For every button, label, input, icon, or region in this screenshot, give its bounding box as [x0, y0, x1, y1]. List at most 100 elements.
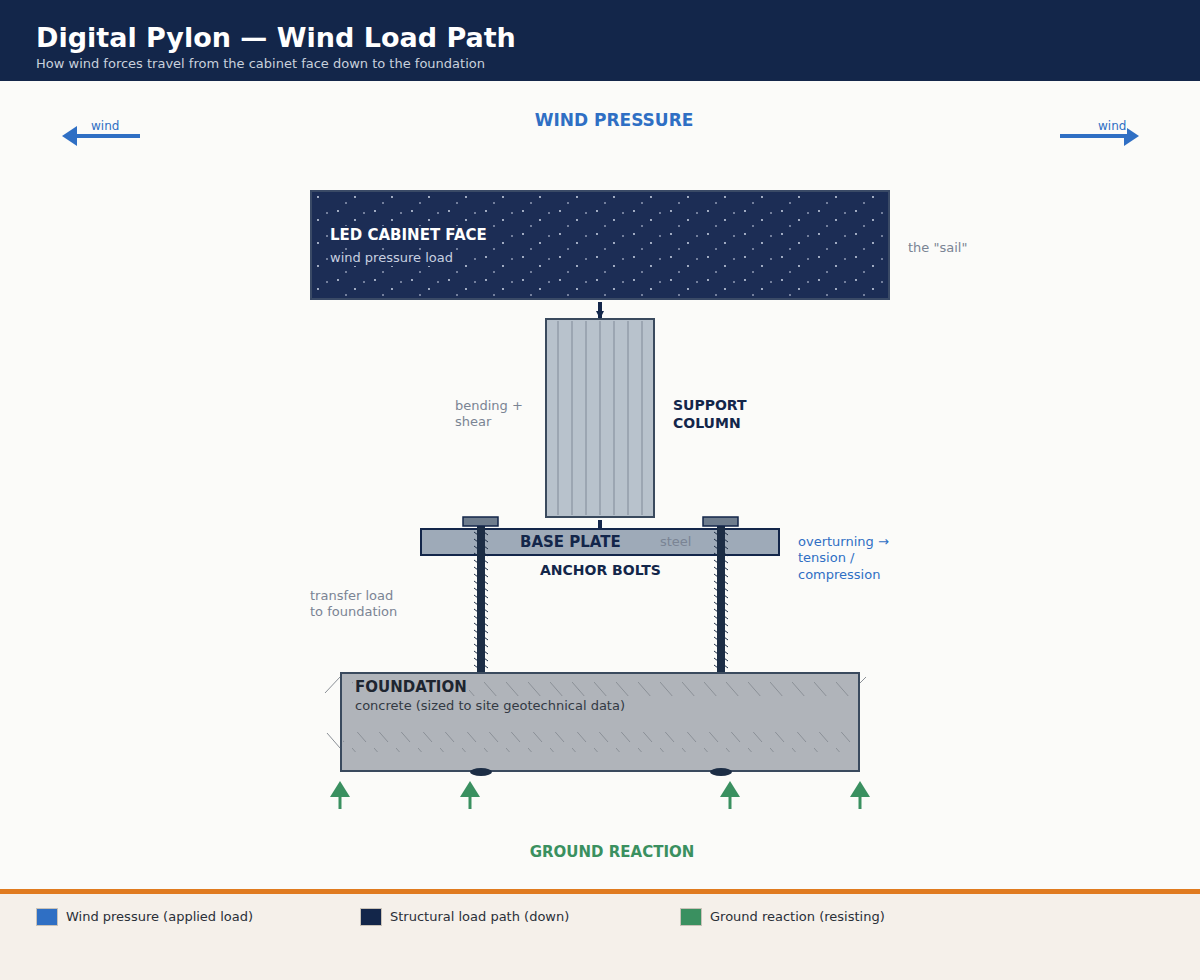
drawing-part	[484, 581, 488, 584]
node-subtext: wind pressure load	[328, 250, 455, 266]
drawing-part	[1060, 134, 1124, 138]
wind-label: wind	[90, 119, 120, 134]
base-plate-body	[421, 529, 779, 555]
drawing-part	[474, 546, 478, 549]
drawing-part	[460, 781, 480, 797]
drawing-part	[484, 546, 488, 549]
foundation-block	[341, 673, 859, 771]
drawing-part	[724, 567, 728, 570]
part-name: ANCHOR BOLTS	[540, 562, 661, 580]
node-subtext: concrete (sized to site geotechnical dat…	[353, 698, 627, 714]
drawing-part	[484, 574, 488, 577]
drawing-part	[484, 553, 488, 556]
drawing-part	[717, 526, 725, 672]
drawing-part	[484, 644, 488, 647]
drawing-part	[474, 609, 478, 612]
drawing-part	[327, 733, 340, 748]
cabinet-pixels	[314, 194, 886, 296]
drawing-part	[474, 602, 478, 605]
drawing-part	[474, 595, 478, 598]
drawing-part	[474, 644, 478, 647]
drawing-part	[724, 581, 728, 584]
drawing-part	[724, 623, 728, 626]
legend-swatch	[36, 908, 58, 926]
node-heading: BASE PLATE	[520, 533, 621, 552]
foundation-node: FOUNDATIONconcrete (sized to site geotec…	[341, 673, 859, 771]
drawing-part	[724, 588, 728, 591]
page-title: Digital Pylon — Wind Load Path	[36, 21, 516, 55]
drawing-part	[724, 665, 728, 668]
drawing-part	[474, 651, 478, 654]
drawing-part	[474, 588, 478, 591]
drawing-part	[714, 658, 718, 661]
drawing-part	[724, 560, 728, 563]
drawing-part	[325, 677, 340, 693]
drawing-part	[714, 595, 718, 598]
drawing-part	[474, 637, 478, 640]
drawing-part	[714, 644, 718, 647]
drawing-part	[484, 560, 488, 563]
node-heading: FOUNDATION	[353, 678, 469, 697]
node-heading: LED CABINET FACE	[328, 226, 489, 245]
drawing-part	[484, 637, 488, 640]
drawing-part	[714, 581, 718, 584]
drawing-part	[714, 616, 718, 619]
drawing-part	[714, 560, 718, 563]
ground-reaction-arrows	[330, 781, 870, 809]
drawing-part	[484, 651, 488, 654]
drawing-part	[484, 595, 488, 598]
wind-label: wind	[1097, 119, 1127, 134]
drawing-part	[474, 553, 478, 556]
drawing-part	[724, 595, 728, 598]
node-heading: SUPPORT COLUMN	[673, 397, 773, 432]
drawing-part	[850, 781, 870, 797]
legend-text: Ground reaction (resisting)	[710, 909, 885, 925]
drawing-part	[474, 532, 478, 535]
anchor-bolts	[463, 517, 738, 672]
footer-rule	[0, 889, 1200, 894]
drawing-part	[474, 567, 478, 570]
drawing-part	[724, 630, 728, 633]
drawing-part	[474, 616, 478, 619]
drawing-part	[484, 616, 488, 619]
drawing-part	[724, 602, 728, 605]
drawing-part	[474, 658, 478, 661]
annotation: overturning → tension / compression	[798, 534, 898, 583]
drawing-part	[484, 623, 488, 626]
soil-ticks	[325, 677, 866, 748]
drawing-part	[724, 616, 728, 619]
column-flutes	[548, 321, 652, 515]
cabinet-face	[311, 191, 889, 299]
column-node: SUPPORT COLUMN	[546, 319, 654, 517]
drawing-part	[76, 134, 140, 138]
annotation: transfer load to foundation	[310, 588, 410, 621]
drawing-part	[470, 768, 492, 776]
drawing-part	[724, 539, 728, 542]
drawing-part	[714, 651, 718, 654]
legend-swatch	[360, 908, 382, 926]
drawing-part	[484, 588, 488, 591]
load-heading: WIND PRESSURE	[535, 110, 694, 131]
drawing-part	[714, 630, 718, 633]
drawing-part	[724, 644, 728, 647]
cabinet-node: LED CABINET FACE wind pressure load	[311, 191, 889, 299]
drawing-part	[724, 651, 728, 654]
drawing-part	[724, 574, 728, 577]
drawing-part	[484, 602, 488, 605]
drawing-part	[477, 526, 485, 672]
drawing-part	[714, 574, 718, 577]
drawing-part	[463, 517, 498, 526]
annotation: the "sail"	[908, 240, 967, 256]
drawing-part	[714, 588, 718, 591]
drawing-part	[710, 768, 732, 776]
drawing-part	[62, 126, 77, 146]
drawing-part	[714, 609, 718, 612]
drawing-part	[484, 665, 488, 668]
drawing-part	[484, 658, 488, 661]
legend-swatch	[680, 908, 702, 926]
drawing-part	[330, 781, 350, 797]
drawing-part	[724, 637, 728, 640]
column-body	[546, 319, 654, 517]
